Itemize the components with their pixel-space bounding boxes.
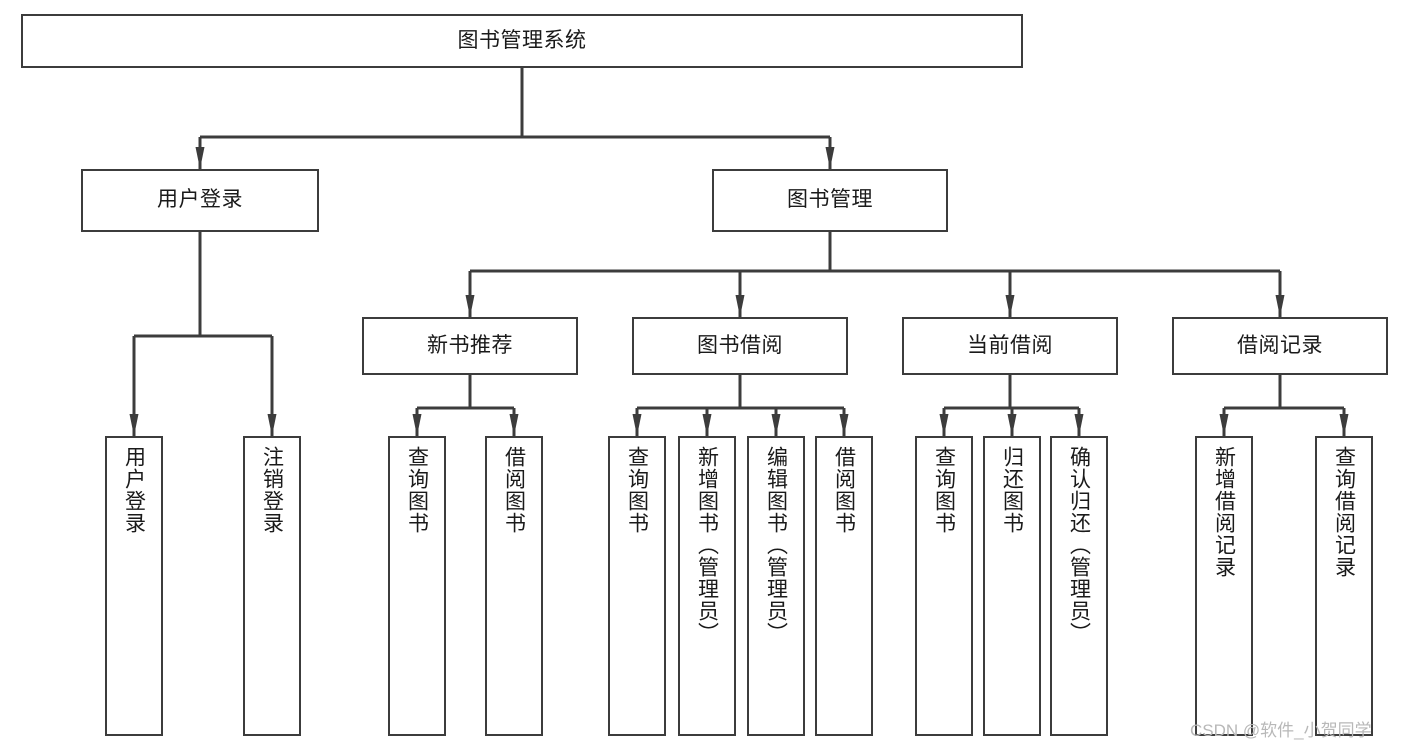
connector-conn-book-borrow: [632, 375, 849, 436]
node-label: 新书推荐: [427, 333, 513, 357]
node-label: 编辑图书（管理员）: [764, 446, 788, 644]
node-leaf-record-query[interactable]: 查询借阅记录: [1315, 436, 1373, 736]
node-book-borrow[interactable]: 图书借阅: [632, 317, 848, 375]
node-label: 归还图书: [1000, 446, 1024, 534]
node-leaf-borrow-borrow-book[interactable]: 借阅图书: [815, 436, 873, 736]
node-label: 新增借阅记录: [1212, 446, 1236, 578]
node-label: 当前借阅: [967, 333, 1053, 357]
connector-conn-user-login: [129, 232, 277, 436]
node-borrow-record[interactable]: 借阅记录: [1172, 317, 1388, 375]
connector-conn-borrow-record: [1219, 375, 1349, 436]
node-book-manage[interactable]: 图书管理: [712, 169, 948, 232]
node-label: 图书借阅: [697, 333, 783, 357]
connector-conn-new-book-recommend: [412, 375, 519, 436]
node-label: 图书管理: [787, 188, 873, 212]
node-label: 用户登录: [122, 446, 146, 534]
node-label: 查询借阅记录: [1332, 446, 1356, 578]
node-user-login[interactable]: 用户登录: [81, 169, 319, 232]
node-leaf-recommend-borrow-book[interactable]: 借阅图书: [485, 436, 543, 736]
node-label: 新增图书（管理员）: [695, 446, 719, 644]
node-leaf-user-login[interactable]: 用户登录: [105, 436, 163, 736]
node-leaf-borrow-add-book[interactable]: 新增图书（管理员）: [678, 436, 736, 736]
node-leaf-recommend-query-book[interactable]: 查询图书: [388, 436, 446, 736]
connector-conn-book-manage: [465, 232, 1285, 317]
node-label: 借阅记录: [1237, 333, 1323, 357]
connector-conn-root: [195, 68, 835, 169]
node-label: 查询图书: [932, 446, 956, 534]
node-leaf-current-confirm-return[interactable]: 确认归还（管理员）: [1050, 436, 1108, 736]
node-label: 确认归还（管理员）: [1067, 446, 1091, 644]
node-leaf-current-query-book[interactable]: 查询图书: [915, 436, 973, 736]
node-leaf-record-add[interactable]: 新增借阅记录: [1195, 436, 1253, 736]
node-label: 查询图书: [625, 446, 649, 534]
connector-conn-current-borrow: [939, 375, 1084, 436]
node-leaf-current-return-book[interactable]: 归还图书: [983, 436, 1041, 736]
node-new-book-recommend[interactable]: 新书推荐: [362, 317, 578, 375]
node-label: 图书管理系统: [457, 28, 587, 52]
node-current-borrow[interactable]: 当前借阅: [902, 317, 1118, 375]
node-leaf-user-logout[interactable]: 注销登录: [243, 436, 301, 736]
node-leaf-borrow-query-book[interactable]: 查询图书: [608, 436, 666, 736]
node-label: 查询图书: [405, 446, 429, 534]
node-leaf-borrow-edit-book[interactable]: 编辑图书（管理员）: [747, 436, 805, 736]
node-root[interactable]: 图书管理系统: [21, 14, 1023, 68]
node-label: 借阅图书: [832, 446, 856, 534]
node-label: 注销登录: [260, 446, 284, 534]
node-label: 用户登录: [157, 188, 243, 212]
node-label: 借阅图书: [502, 446, 526, 534]
